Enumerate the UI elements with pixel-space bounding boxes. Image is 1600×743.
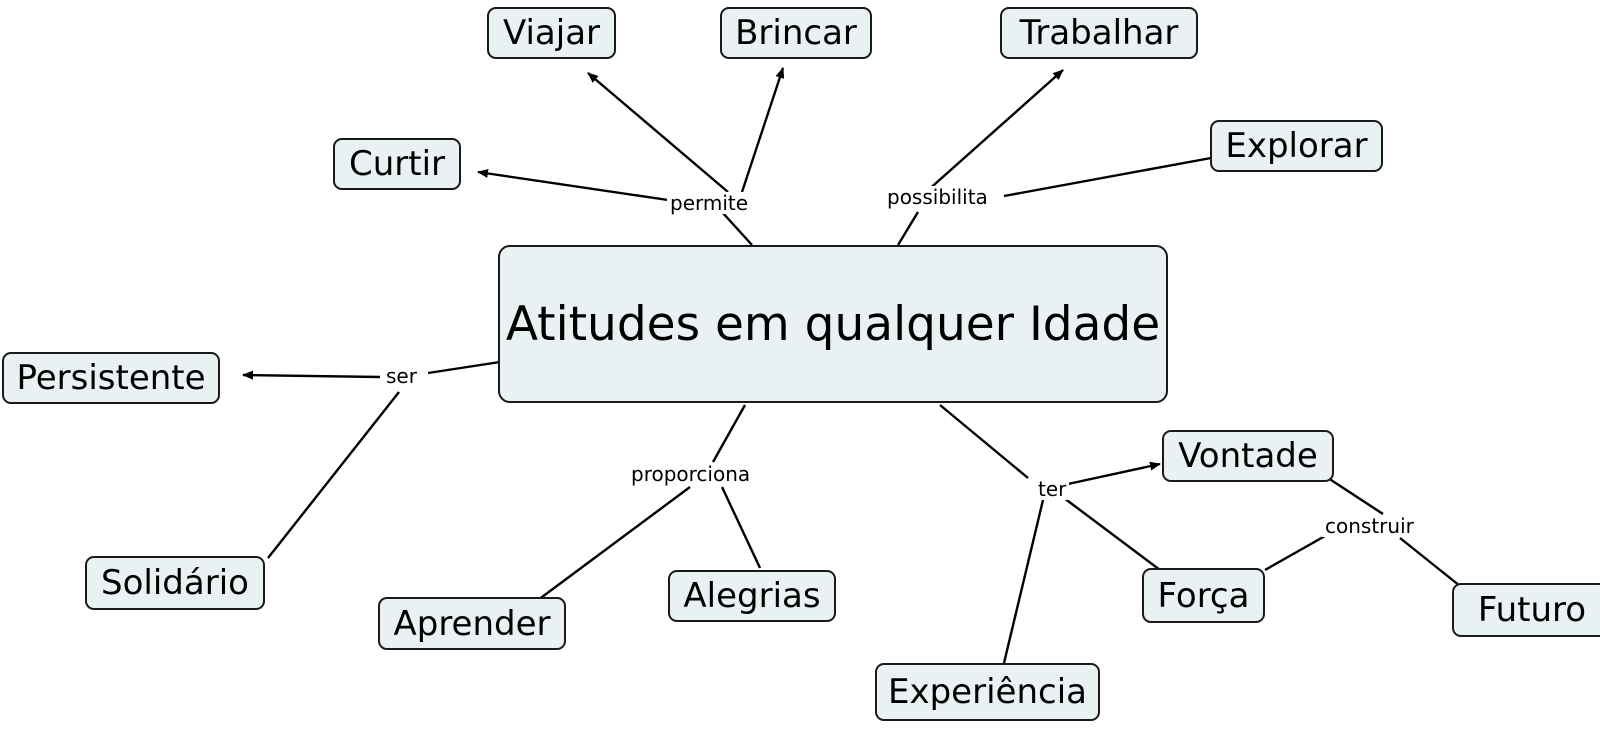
edge-permite-brincar (740, 67, 785, 193)
node-solidario[interactable]: Solidário (85, 556, 265, 610)
node-persistente-label: Persistente (16, 358, 206, 398)
node-vontade[interactable]: Vontade (1162, 430, 1334, 482)
node-futuro-label: Futuro (1477, 590, 1587, 630)
node-experiencia-label: Experiência (888, 672, 1087, 712)
edge-possibilita-trabalhar (925, 69, 1064, 193)
edge-central-permite (721, 211, 753, 246)
edge-ter-experiencia (1002, 499, 1045, 664)
edge-label-ter-text: ter (1038, 477, 1067, 501)
edge-permite-viajar (587, 72, 729, 193)
edge-central-ser (427, 360, 501, 375)
edge-central-possibilita (896, 211, 920, 246)
node-explorar[interactable]: Explorar (1210, 120, 1383, 172)
edge-permite-curtir (477, 169, 669, 202)
node-curtir[interactable]: Curtir (333, 138, 461, 190)
edge-label-ter[interactable]: ter (1035, 477, 1070, 501)
edge-ser-persistente (242, 370, 381, 380)
edge-label-proporciona-text: proporciona (631, 462, 751, 486)
edge-forca-construir (1264, 534, 1326, 572)
node-forca-label: Força (1157, 575, 1250, 616)
edge-ter-vontade (1067, 461, 1161, 486)
edge-vontade-construir (1327, 476, 1384, 516)
node-futuro[interactable]: Futuro (1452, 583, 1600, 637)
node-brincar[interactable]: Brincar (720, 7, 872, 59)
edge-proporciona-alegrias (720, 486, 762, 569)
edge-label-ser[interactable]: ser (383, 365, 420, 387)
edge-central-ter (939, 404, 1029, 479)
edge-proporciona-aprender (537, 486, 691, 601)
edge-central-proporciona (711, 404, 747, 463)
central-node-label: Atitudes em qualquer Idade (505, 296, 1161, 352)
edge-label-construir[interactable]: construir (1322, 515, 1417, 537)
edge-ter-forca (1063, 497, 1161, 571)
node-forca[interactable]: Força (1142, 568, 1265, 623)
node-curtir-label: Curtir (348, 144, 446, 184)
node-vontade-label: Vontade (1178, 436, 1318, 476)
edge-construir-futuro (1399, 537, 1461, 587)
edge-label-possibilita[interactable]: possibilita (884, 186, 991, 208)
node-viajar[interactable]: Viajar (487, 7, 616, 59)
edge-label-ser-text: ser (386, 364, 417, 388)
node-aprender[interactable]: Aprender (378, 597, 566, 650)
node-alegrias[interactable]: Alegrias (668, 570, 836, 622)
node-viajar-label: Viajar (502, 13, 601, 53)
edge-label-possibilita-text: possibilita (887, 185, 988, 209)
node-experiencia[interactable]: Experiência (875, 663, 1100, 721)
edge-label-construir-text: construir (1325, 514, 1414, 538)
node-alegrias-label: Alegrias (683, 576, 821, 616)
node-aprender-label: Aprender (393, 603, 551, 644)
node-solidario-label: Solidário (101, 563, 249, 603)
node-trabalhar-label: Trabalhar (1019, 13, 1179, 53)
node-brincar-label: Brincar (735, 13, 857, 53)
edge-label-permite-text: permite (670, 191, 749, 215)
node-explorar-label: Explorar (1225, 126, 1368, 166)
edge-label-proporciona[interactable]: proporciona (628, 462, 754, 486)
edge-possibilita-explorar (1003, 153, 1223, 198)
node-trabalhar[interactable]: Trabalhar (1000, 7, 1198, 59)
edge-ser-solidario (267, 391, 400, 559)
edge-label-permite[interactable]: permite (667, 191, 752, 215)
node-persistente[interactable]: Persistente (2, 352, 220, 404)
central-node[interactable]: Atitudes em qualquer Idade (498, 245, 1168, 403)
